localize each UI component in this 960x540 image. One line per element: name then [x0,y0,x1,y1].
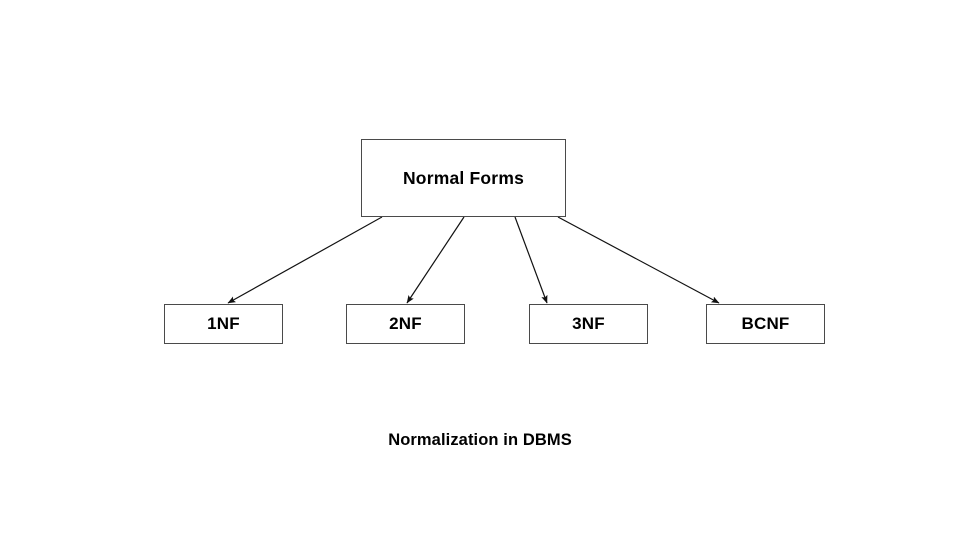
node-bcnf[interactable]: BCNF [706,304,825,344]
diagram-caption: Normalization in DBMS [388,431,572,449]
edge-root-to-3nf [514,216,548,304]
node-1nf[interactable]: 1NF [164,304,283,344]
edge-root-to-2nf [406,216,465,304]
node-1nf-label: 1NF [207,314,240,333]
node-3nf-label: 3NF [572,314,605,333]
edge-root-to-bcnf [557,216,720,304]
node-normal-forms-label: Normal Forms [402,167,525,188]
node-bcnf-label: BCNF [741,314,790,333]
node-normal-forms[interactable]: Normal Forms [361,139,566,217]
node-2nf[interactable]: 2NF [346,304,465,344]
node-2nf-label: 2NF [389,314,422,333]
edge-root-to-1nf [227,216,383,304]
node-3nf[interactable]: 3NF [529,304,648,344]
